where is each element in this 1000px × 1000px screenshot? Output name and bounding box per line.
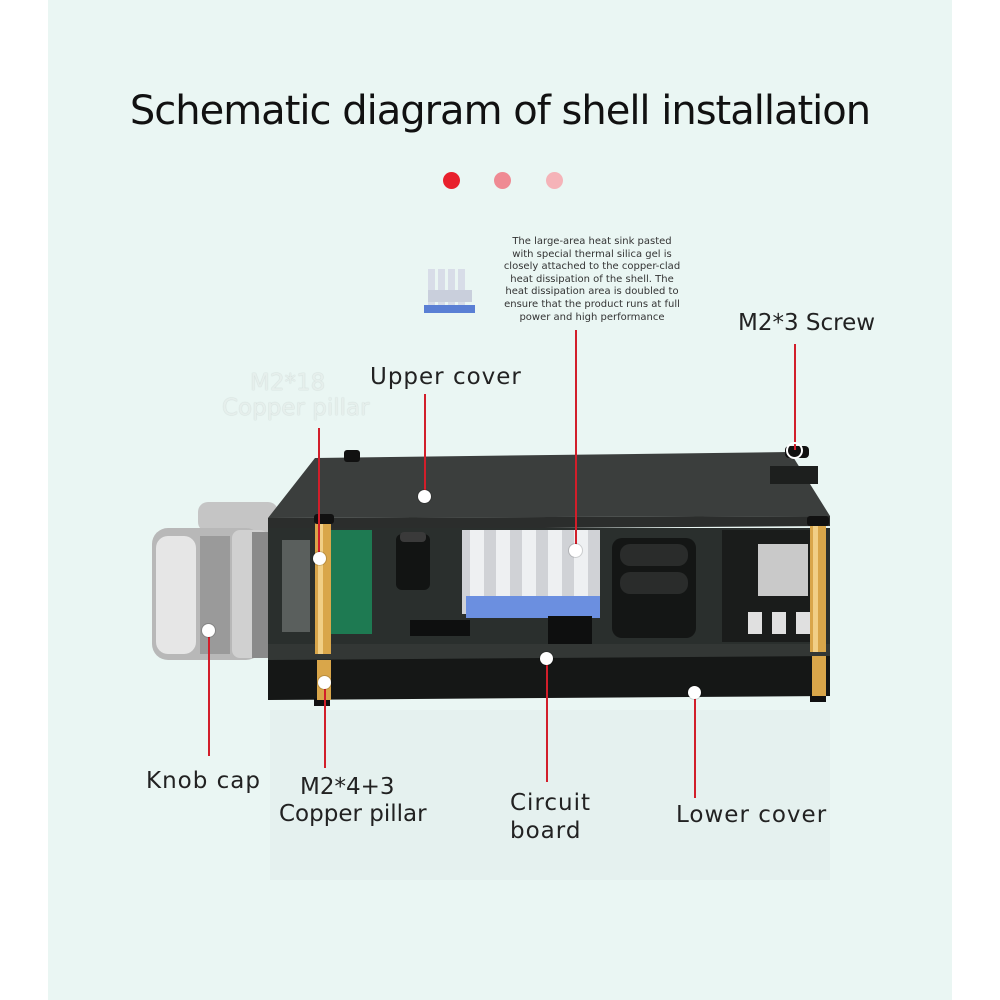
note-line: heat dissipation of the shell. The	[510, 273, 674, 285]
label-m2x18-line1: M2*18	[250, 370, 326, 396]
leader-line-circuit	[546, 660, 548, 782]
label-upper-cover: Upper cover	[370, 364, 522, 390]
note-line: heat dissipation area is doubled to	[505, 286, 679, 298]
page-title: Schematic diagram of shell installation	[129, 88, 871, 134]
label-m2x4-line1: M2*4+3	[300, 774, 395, 800]
note-line: closely attached to the copper-clad	[503, 261, 681, 273]
leader-line-upper-cover	[424, 394, 426, 496]
leader-line-knob	[208, 634, 210, 756]
label-circuit-line2: board	[510, 818, 582, 844]
marker-knob	[202, 624, 215, 637]
circuit-board	[268, 528, 830, 660]
note-line: The large-area heat sink pasted	[512, 236, 672, 247]
note-line: ensure that the product runs at full	[504, 298, 680, 310]
reflection	[270, 710, 830, 880]
leader-line-screw	[794, 344, 796, 450]
label-lower-cover: Lower cover	[676, 802, 828, 828]
marker-circuit	[540, 652, 553, 665]
label-m2x18-line2: Copper pillar	[222, 395, 370, 421]
marker-screw	[788, 444, 801, 457]
leader-line-m2x4	[324, 684, 326, 768]
carousel-dot-2[interactable]	[494, 172, 511, 189]
carousel-dot-1[interactable]	[443, 172, 460, 189]
marker-upper-cover	[418, 490, 431, 503]
leader-line-m2x18	[318, 428, 320, 558]
label-knob-cap: Knob cap	[146, 768, 261, 794]
marker-m2x18	[313, 552, 326, 565]
marker-heat-sink	[569, 544, 582, 557]
label-m2x4-line2: Copper pillar	[279, 801, 427, 827]
copper-pillars	[314, 514, 829, 700]
label-circuit-line1: Circuit	[510, 790, 592, 816]
note-line: power and high performance	[519, 311, 665, 323]
carousel-dot-3[interactable]	[546, 172, 563, 189]
upper-cover	[268, 446, 830, 530]
note-line: with special thermal silica gel is	[512, 248, 672, 260]
leader-line-lower-cover	[694, 694, 696, 798]
heat-sink-note: The large-area heat sink pasted with spe…	[482, 236, 702, 324]
marker-lower-cover	[688, 686, 701, 699]
label-m2x3-screw: M2*3 Screw	[738, 310, 876, 336]
leader-line-heat-sink	[575, 330, 577, 550]
marker-m2x4	[318, 676, 331, 689]
knob	[152, 502, 278, 660]
heat-sink-icon	[424, 269, 475, 313]
